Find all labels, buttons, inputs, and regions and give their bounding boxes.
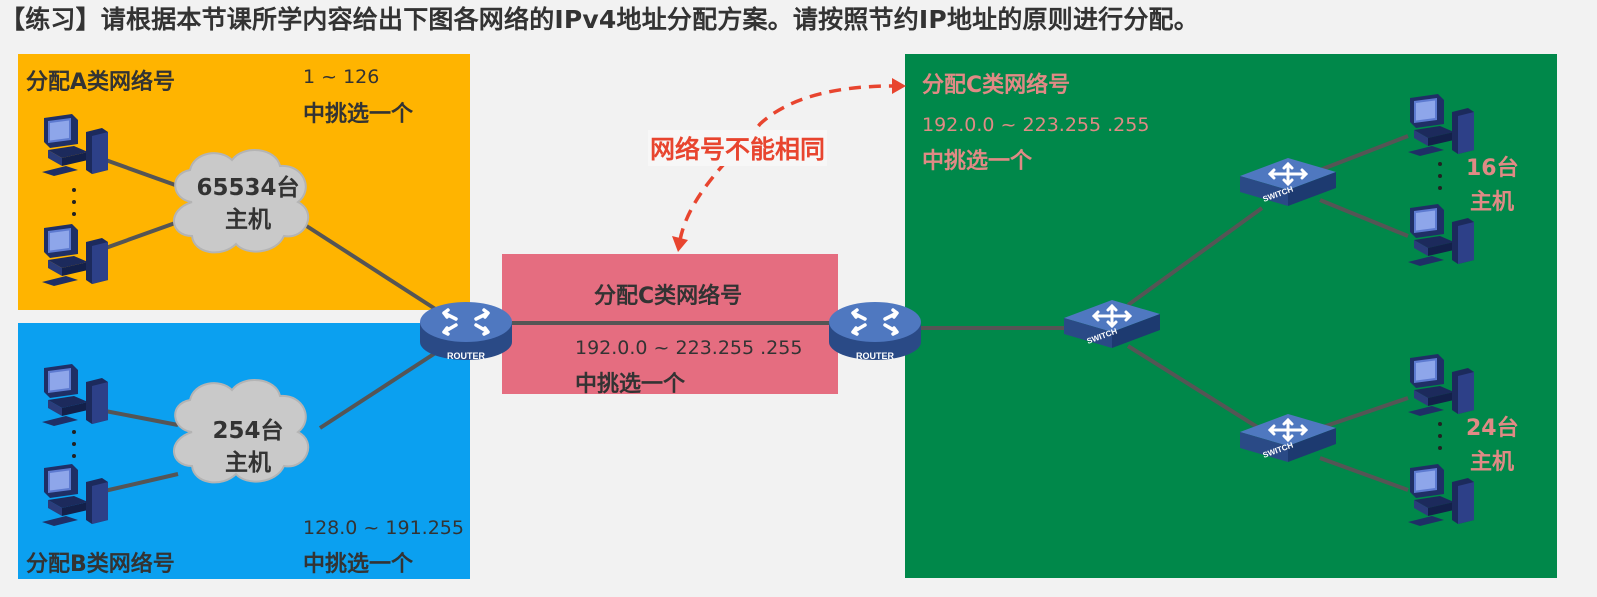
- hosts-bottom-count: 24台: [1466, 416, 1519, 441]
- dashed-arrow: [672, 78, 906, 252]
- network-c-range: 192.0.0 ~ 223.255 .255: [922, 114, 1150, 136]
- switch-bottom-icon: [1238, 412, 1338, 464]
- pc-b-top-icon: [42, 364, 108, 426]
- network-id-note: 网络号不能相同: [648, 130, 828, 166]
- cloud-a-unit: 主机: [225, 207, 271, 233]
- cloud-b-text: 254台 主机: [188, 415, 308, 479]
- cloud-b: [173, 378, 310, 484]
- network-c-region: [905, 54, 1557, 578]
- switch-main-icon: [1062, 298, 1162, 350]
- cloud-b-count: 254台: [212, 418, 284, 444]
- cloud-a-count: 65534台: [196, 175, 300, 201]
- pc-a-top-icon: [42, 114, 108, 176]
- pc-a-bottom-icon: [42, 224, 108, 286]
- hosts-bottom-unit: 主机: [1470, 450, 1515, 475]
- network-b-pick: 中挑选一个: [303, 552, 414, 577]
- link-network-range: 192.0.0 ~ 223.255 .255: [575, 337, 803, 359]
- links: [99, 134, 1409, 494]
- link-network-label: 分配C类网络号: [594, 284, 743, 309]
- pc-b-bottom-icon: [42, 464, 108, 526]
- network-a-label: 分配A类网络号: [26, 70, 176, 95]
- network-a-range: 1 ~ 126: [303, 66, 380, 88]
- network-b-range: 128.0 ~ 191.255: [303, 517, 464, 539]
- cloud-a-text: 65534台 主机: [188, 172, 308, 236]
- network-c-label: 分配C类网络号: [922, 73, 1071, 98]
- pc-c2-bottom-icon: [1408, 464, 1474, 526]
- cloud-b-unit: 主机: [225, 450, 271, 476]
- cloud-a: [173, 148, 310, 254]
- ellipsis-dots: [72, 162, 1442, 458]
- pc-c1-top-icon: [1408, 94, 1474, 156]
- router-right-label: ROUTER: [856, 351, 895, 361]
- router-left-label: ROUTER: [447, 351, 486, 361]
- network-c-pick: 中挑选一个: [922, 149, 1033, 174]
- hosts-top-count: 16台: [1466, 156, 1519, 181]
- network-b-label: 分配B类网络号: [26, 552, 175, 577]
- pc-c1-bottom-icon: [1408, 204, 1474, 266]
- pc-c2-top-icon: [1408, 354, 1474, 416]
- link-network-pick: 中挑选一个: [575, 372, 686, 397]
- network-a-pick: 中挑选一个: [303, 102, 414, 127]
- page-title: 【练习】请根据本节课所学内容给出下图各网络的IPv4地址分配方案。请按照节约IP…: [0, 5, 1199, 34]
- hosts-top-unit: 主机: [1470, 190, 1515, 215]
